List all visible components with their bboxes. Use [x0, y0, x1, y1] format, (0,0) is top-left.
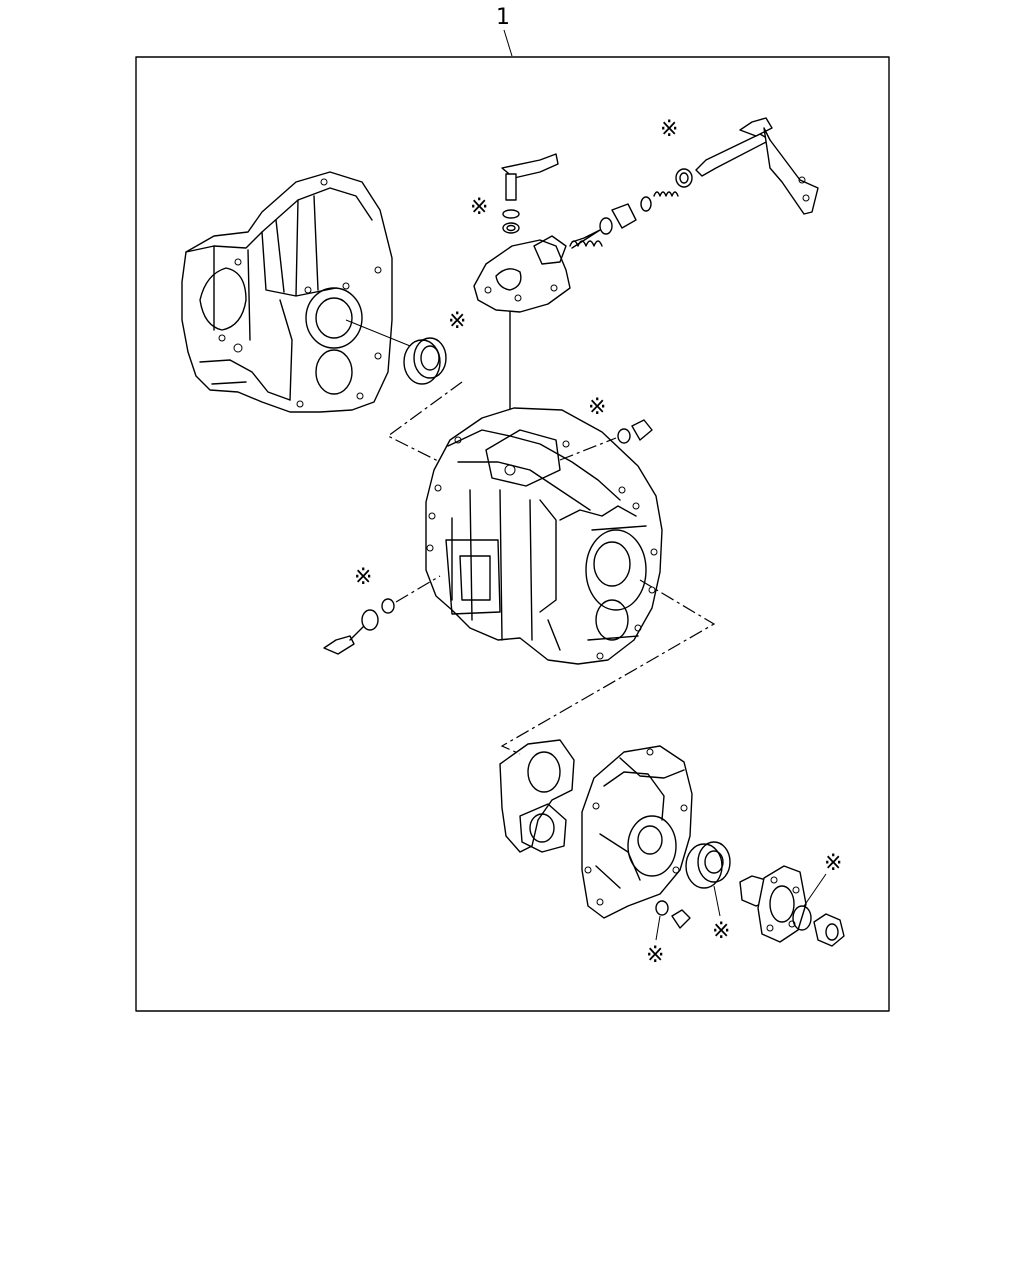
- assembly-frame: [135, 56, 890, 1012]
- assembly-callout-number: 1: [496, 5, 510, 30]
- rear-oil-seal: [685, 841, 731, 889]
- rear-plug-leader: [655, 915, 661, 941]
- assembly-callout-leader: [503, 29, 513, 57]
- transmission-case: [425, 407, 663, 665]
- shift-shaft-assembly: [569, 117, 819, 249]
- bell-housing-alignment-line: [386, 381, 463, 463]
- shift-control-housing: [473, 153, 571, 313]
- companion-flange: [739, 865, 807, 943]
- bell-housing: [181, 171, 393, 413]
- replace-mark-o-ring: ※: [824, 851, 842, 876]
- rear-extension-housing: [581, 745, 693, 919]
- flange-lock-nut: [813, 913, 845, 947]
- rear-seal-leader: [713, 885, 721, 917]
- replace-mark-shift-shaft-seal: ※: [660, 117, 678, 142]
- rear-cover-plug: [655, 900, 691, 929]
- replace-mark-rear-seal: ※: [712, 919, 730, 944]
- seal-leader-line: [345, 319, 421, 351]
- bell-housing-oil-seal: [403, 337, 447, 385]
- replace-mark-drain-plug: ※: [588, 395, 606, 420]
- replace-mark-side-bolt: ※: [354, 565, 372, 590]
- case-drain-plug: [617, 419, 653, 444]
- replace-mark-shift-seal: ※: [470, 195, 488, 220]
- flange-o-ring: [792, 905, 812, 931]
- replace-mark-rear-plug: ※: [646, 943, 664, 968]
- drain-plug-leader: [559, 437, 617, 461]
- replace-mark-bell-seal: ※: [448, 309, 466, 334]
- side-bolt-leader: [395, 575, 441, 603]
- rear-cover-alignment-line: [500, 579, 716, 755]
- rear-cover-gasket: [499, 739, 575, 853]
- case-side-bolt: [323, 598, 395, 655]
- o-ring-leader: [803, 873, 827, 907]
